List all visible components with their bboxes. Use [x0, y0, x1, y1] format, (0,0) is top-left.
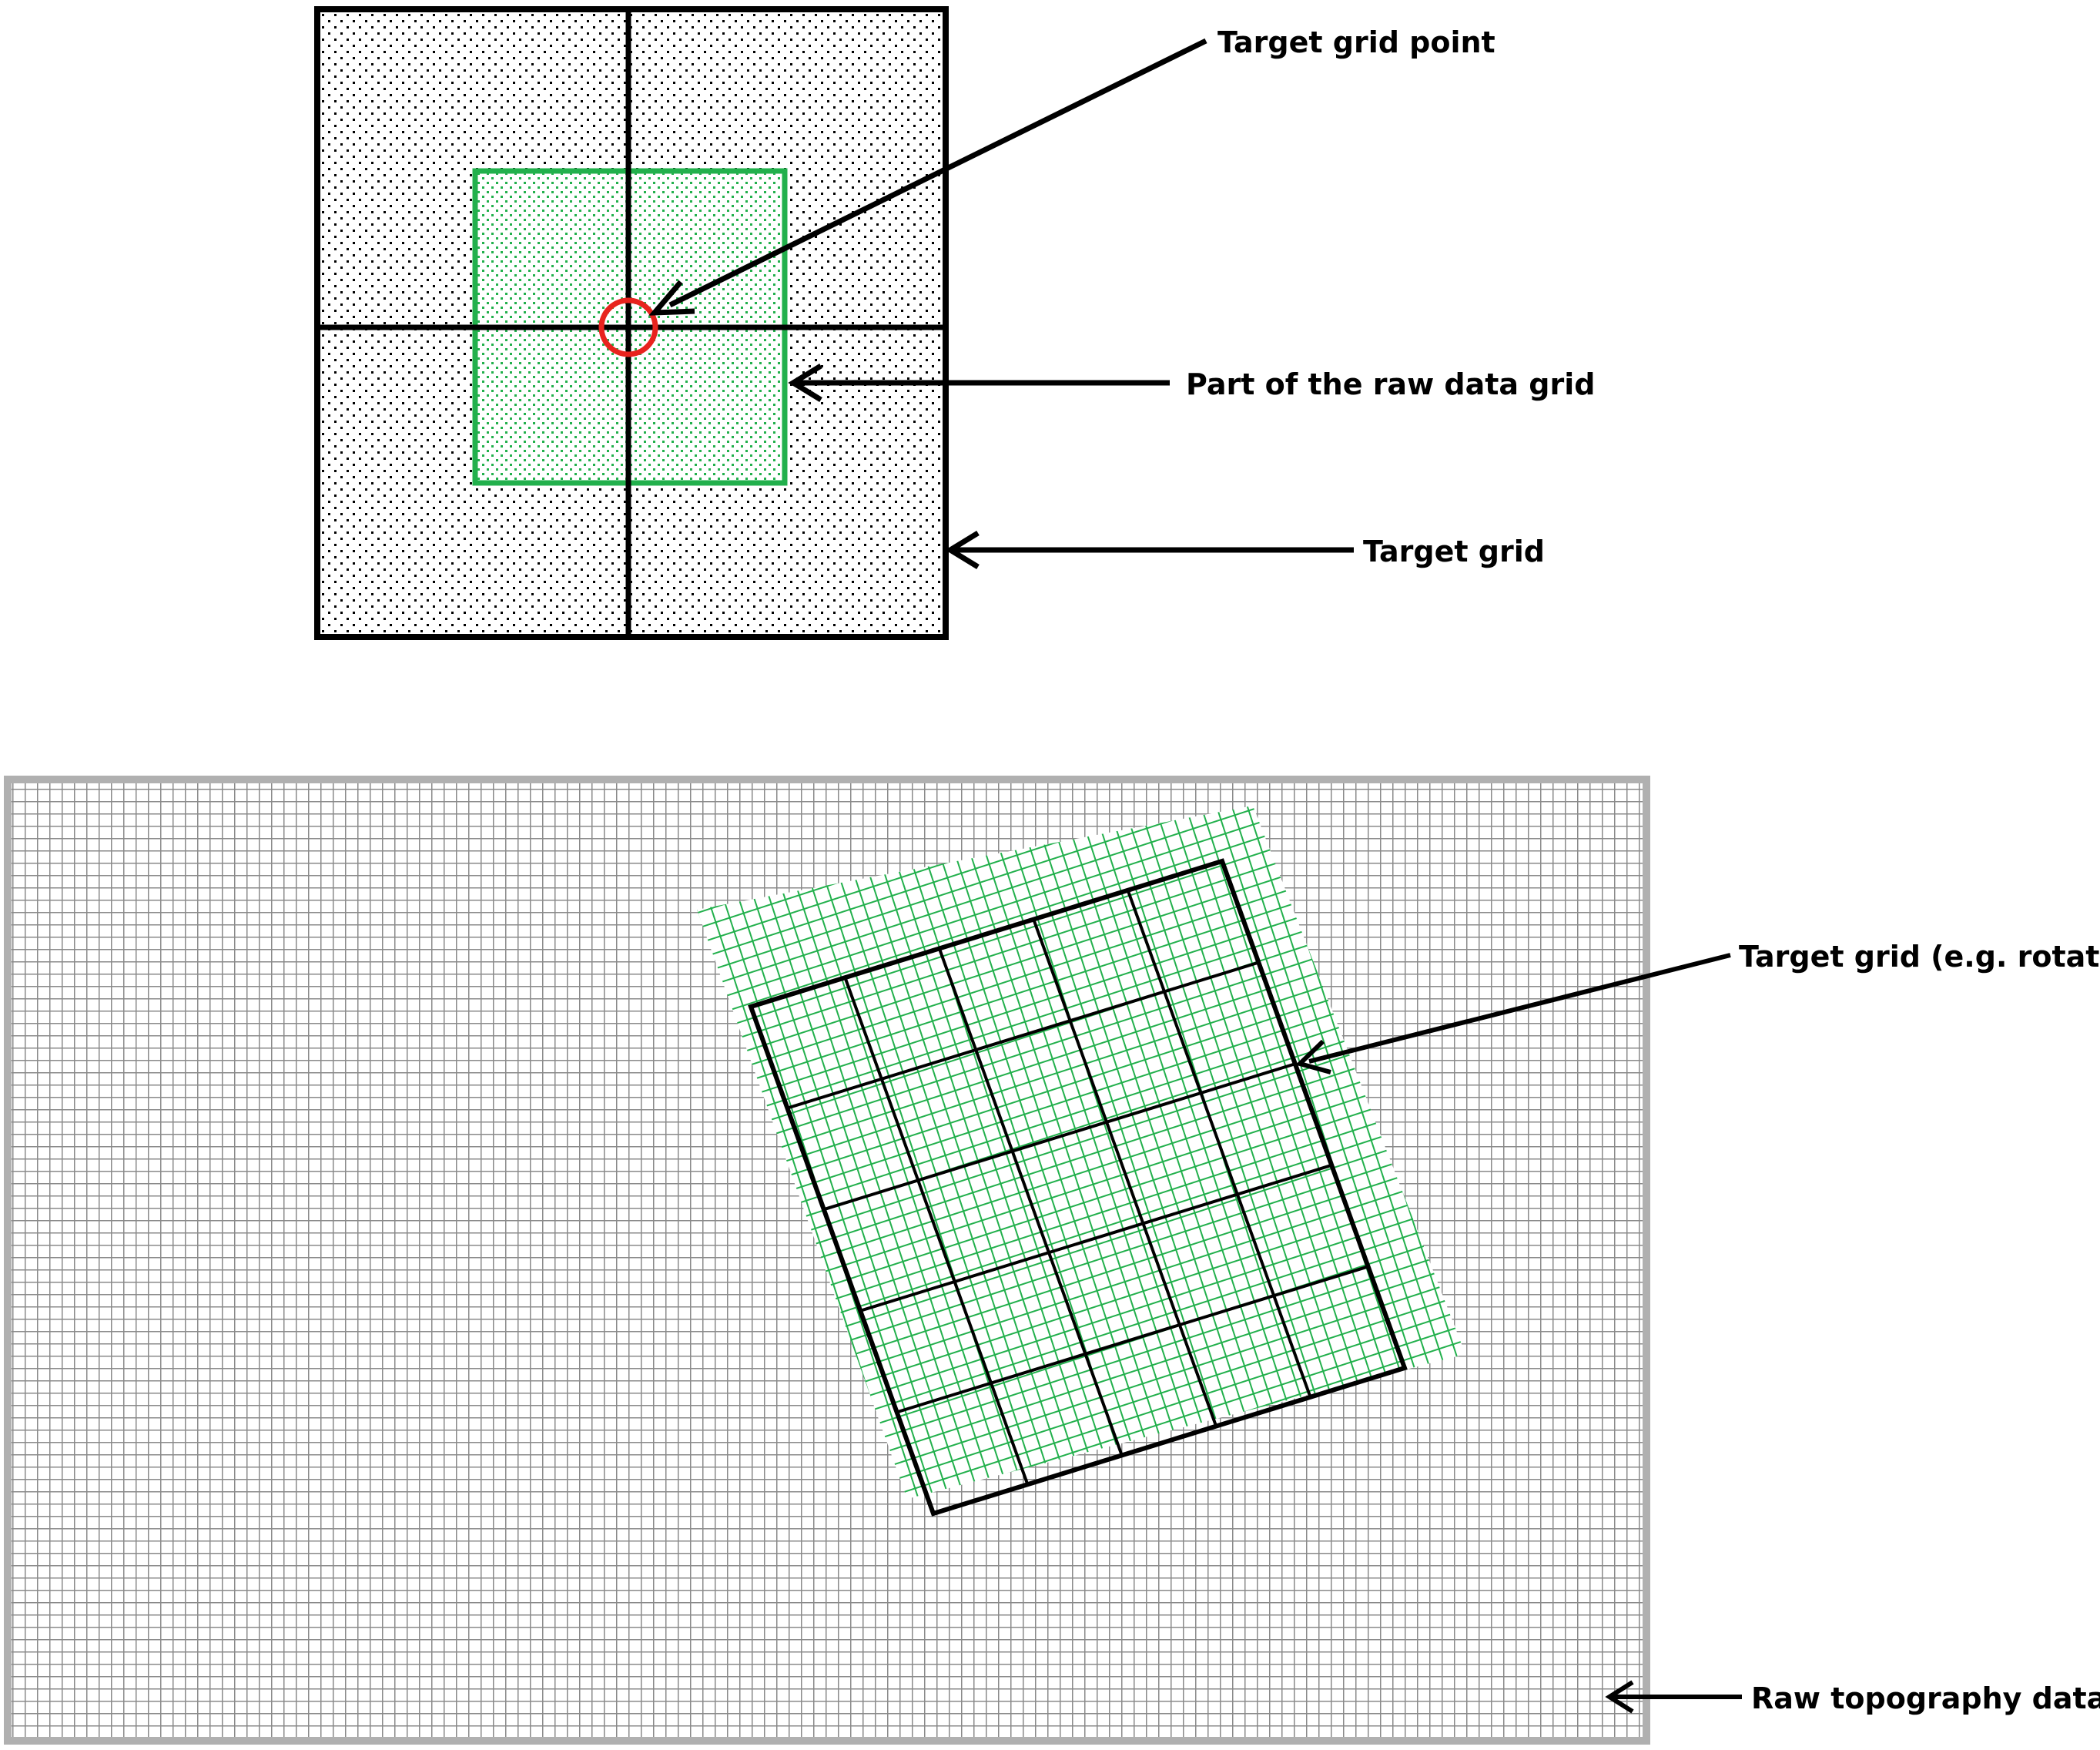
rotated-grid-line: [858, 1163, 1334, 1313]
arrow-target-grid-point: [648, 38, 1207, 316]
label-target-grid-rotated: Target grid (e.g. rotated): [1739, 940, 2100, 974]
rotated-grid-line: [1126, 888, 1313, 1400]
rotated-grid-border: [748, 858, 1408, 1517]
topography-panel: Target grid (e.g. rotated) Raw topograph…: [4, 776, 2100, 1745]
arrow-rotated-target-grid: [1295, 953, 1731, 1074]
rotated-grid-line: [1031, 917, 1218, 1429]
target-grid-point-marker: [598, 297, 658, 357]
arrow-target-grid: [945, 531, 1354, 569]
label-raw-topography: Raw topography data: [1751, 1681, 2100, 1715]
label-target-grid: Target grid: [1363, 535, 1545, 568]
arrow-raw-data-grid: [788, 364, 1170, 402]
target-grid-border: [314, 6, 949, 640]
rotated-grid-line: [842, 975, 1030, 1487]
rotated-grid-line: [822, 1061, 1298, 1212]
rotated-grid-line: [937, 946, 1124, 1457]
rotated-grid-line: [895, 1264, 1371, 1414]
target-grid-panel: Target grid point Part of the raw data g…: [314, 6, 1595, 640]
rotated-target-grid: [748, 858, 1408, 1517]
arrow-raw-topography: [1605, 1680, 1742, 1714]
label-raw-data-grid-part: Part of the raw data grid: [1186, 367, 1595, 401]
raw-topography-border: [4, 776, 1650, 1745]
label-target-grid-point: Target grid point: [1217, 25, 1495, 59]
rotated-raw-data-patch: [697, 806, 1465, 1499]
rotated-grid-line: [785, 960, 1261, 1111]
